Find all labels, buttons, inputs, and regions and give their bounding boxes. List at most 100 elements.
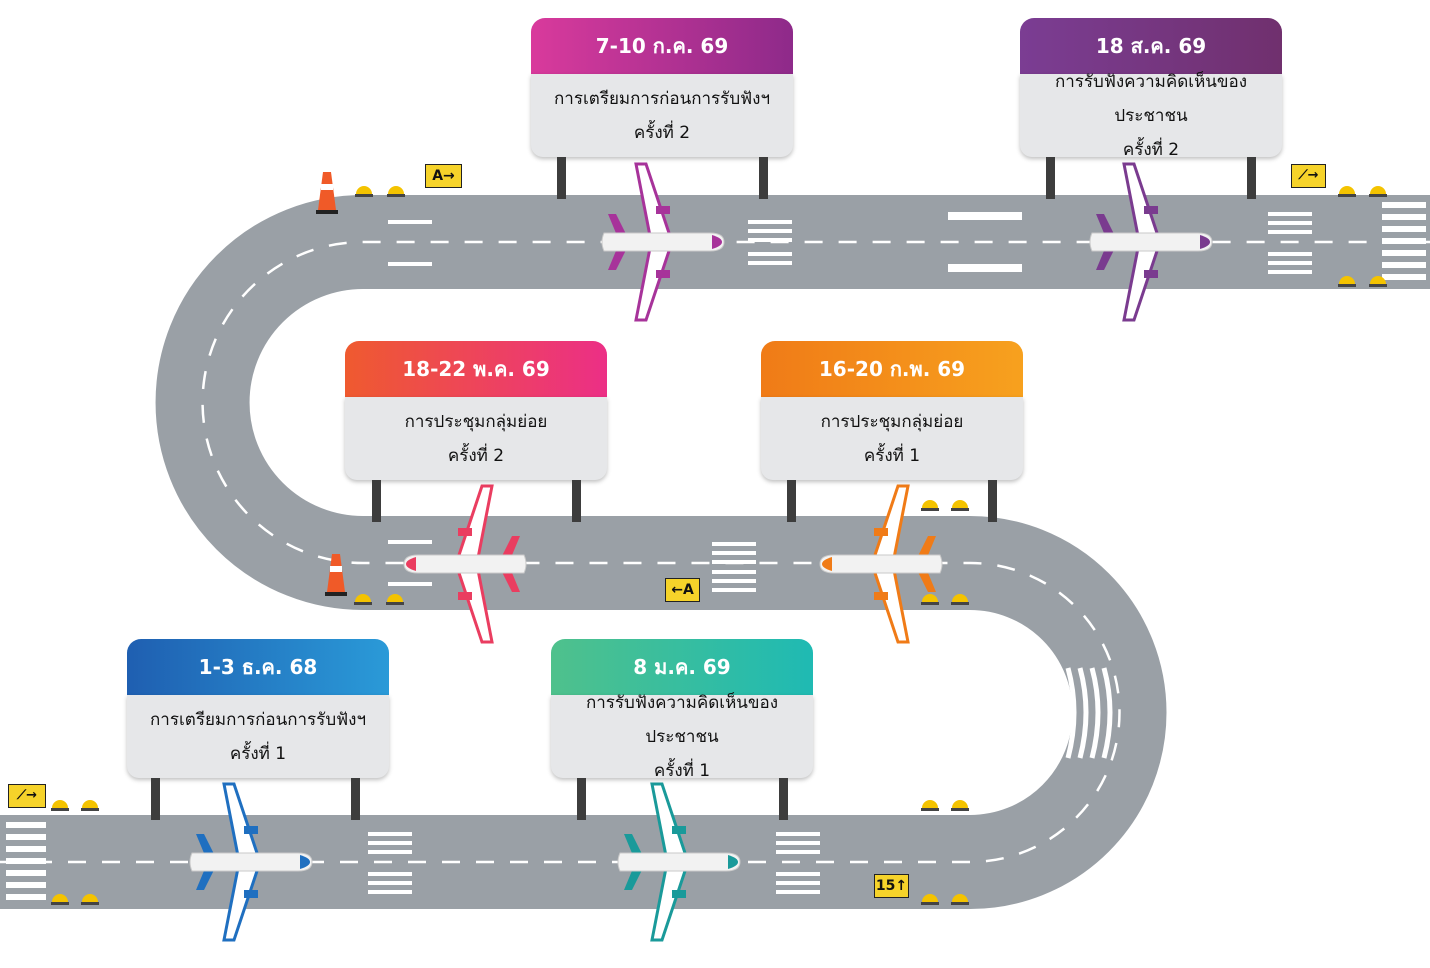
milestone-round: ครั้งที่ 2 bbox=[633, 122, 691, 143]
sign-post bbox=[1046, 157, 1055, 199]
threshold-stripe bbox=[1382, 262, 1426, 268]
plane-tail bbox=[500, 536, 520, 560]
light-base bbox=[921, 902, 939, 905]
runway-light-icon bbox=[1370, 186, 1386, 194]
runway-stripe bbox=[748, 261, 792, 265]
threshold-stripe bbox=[1382, 238, 1426, 244]
runway-stripe bbox=[712, 579, 756, 583]
milestone-date: 8 ม.ค. 69 bbox=[551, 639, 813, 695]
taxiway-sign-a: A→ bbox=[425, 164, 462, 188]
light-base bbox=[1369, 284, 1387, 287]
runway-light-icon bbox=[922, 500, 938, 508]
milestone-details: การประชุมกลุ่มย่อย ครั้งที่ 1 bbox=[761, 397, 1023, 480]
runway-stripe bbox=[948, 264, 1022, 272]
milestone-date: 16-20 ก.พ. 69 bbox=[761, 341, 1023, 397]
curve-stripe bbox=[1089, 667, 1101, 759]
light-base bbox=[1369, 194, 1387, 197]
sign-post bbox=[372, 480, 381, 522]
departure-sign: ⟋→ bbox=[1291, 164, 1326, 188]
plane-engine bbox=[672, 826, 686, 834]
milestone-date: 18 ส.ค. 69 bbox=[1020, 18, 1282, 74]
plane-tail bbox=[608, 214, 628, 238]
runway-light-icon bbox=[952, 500, 968, 508]
runway-stripe bbox=[388, 262, 432, 266]
milestone-round: ครั้งที่ 2 bbox=[1122, 139, 1180, 160]
plane-nose bbox=[822, 557, 832, 571]
milestone-sign-4: 18-22 พ.ค. 69 การประชุมกลุ่มย่อย ครั้งที… bbox=[345, 341, 607, 480]
light-base bbox=[951, 602, 969, 605]
threshold-stripe bbox=[6, 870, 46, 876]
runway-stripe bbox=[368, 850, 412, 854]
runway-light-icon bbox=[1339, 186, 1355, 194]
milestone-date: 18-22 พ.ค. 69 bbox=[345, 341, 607, 397]
runway-stripe bbox=[948, 212, 1022, 220]
milestone-title: การประชุมกลุ่มย่อย bbox=[404, 411, 548, 432]
plane-tail bbox=[624, 866, 644, 890]
light-base bbox=[81, 808, 99, 811]
plane-engine bbox=[656, 270, 670, 278]
milestone-sign-1: 1-3 ธ.ค. 68 การเตรียมการก่อนการรับฟังฯ ค… bbox=[127, 639, 389, 778]
departure-icon: ⟋→ bbox=[1298, 168, 1319, 183]
runway-stripe bbox=[712, 560, 756, 564]
arrow-right-icon: → bbox=[443, 168, 455, 184]
runway-light-icon bbox=[952, 594, 968, 602]
milestone-title: การเตรียมการก่อนการรับฟังฯ bbox=[150, 709, 366, 730]
plane-tail bbox=[608, 246, 628, 270]
threshold-stripe bbox=[1382, 202, 1426, 208]
runway-light-icon bbox=[1339, 276, 1355, 284]
plane-tail bbox=[916, 568, 936, 592]
runway-light-icon bbox=[388, 186, 404, 194]
plane-tail bbox=[196, 866, 216, 890]
runway-light-icon bbox=[922, 594, 938, 602]
runway-stripe bbox=[1268, 252, 1312, 256]
sign-post bbox=[557, 157, 566, 199]
plane-fuselage bbox=[1089, 232, 1213, 252]
threshold-stripe bbox=[6, 894, 46, 900]
runway-stripe bbox=[1268, 261, 1312, 265]
runway-light-icon bbox=[82, 800, 98, 808]
milestone-details: การประชุมกลุ่มย่อย ครั้งที่ 2 bbox=[345, 397, 607, 480]
runway-light-icon bbox=[1370, 276, 1386, 284]
runway-stripe bbox=[776, 881, 820, 885]
milestone-title: การประชุมกลุ่มย่อย bbox=[820, 411, 964, 432]
milestone-round: ครั้งที่ 1 bbox=[229, 743, 287, 764]
runway-sign-15: 15↑ bbox=[874, 874, 909, 898]
milestone-title: การรับฟังความคิดเห็นของประชาชน bbox=[585, 692, 779, 747]
runway-stripe bbox=[368, 881, 412, 885]
cone-base bbox=[316, 210, 338, 214]
light-base bbox=[81, 902, 99, 905]
sign-post bbox=[151, 778, 160, 820]
arrow-left-icon: ← bbox=[671, 582, 683, 598]
milestone-date: 1-3 ธ.ค. 68 bbox=[127, 639, 389, 695]
plane-fuselage bbox=[601, 232, 725, 252]
plane-fuselage bbox=[819, 554, 943, 574]
threshold-stripe bbox=[6, 882, 46, 888]
plane-engine bbox=[1144, 270, 1158, 278]
runway-stripe bbox=[1268, 270, 1312, 274]
plane-engine bbox=[458, 592, 472, 600]
threshold-stripe bbox=[6, 846, 46, 852]
milestone-details: การรับฟังความคิดเห็นของประชาชน ครั้งที่ … bbox=[1020, 72, 1282, 160]
airplane-icon bbox=[189, 782, 313, 942]
plane-fuselage bbox=[403, 554, 527, 574]
milestone-round: ครั้งที่ 1 bbox=[863, 445, 921, 466]
sign-number: 15 bbox=[875, 878, 896, 894]
light-base bbox=[951, 902, 969, 905]
airplane-icon bbox=[819, 484, 943, 644]
plane-nose bbox=[712, 235, 722, 249]
milestone-sign-5: 7-10 ก.ค. 69 การเตรียมการก่อนการรับฟังฯ … bbox=[531, 18, 793, 157]
runway-light-icon bbox=[356, 186, 372, 194]
sign-post bbox=[1247, 157, 1256, 199]
milestone-details: การรับฟังความคิดเห็นของประชาชน ครั้งที่ … bbox=[551, 693, 813, 781]
milestone-sign-3: 16-20 ก.พ. 69 การประชุมกลุ่มย่อย ครั้งที… bbox=[761, 341, 1023, 480]
plane-nose bbox=[406, 557, 416, 571]
arrow-up-icon: ↑ bbox=[895, 878, 908, 894]
runway-stripe bbox=[388, 582, 432, 586]
light-base bbox=[387, 194, 405, 197]
sign-post bbox=[988, 480, 997, 522]
plane-tail bbox=[624, 834, 644, 858]
cone-base bbox=[325, 592, 347, 596]
departure-icon: ⟋→ bbox=[17, 788, 37, 803]
plane-fuselage bbox=[617, 852, 741, 872]
